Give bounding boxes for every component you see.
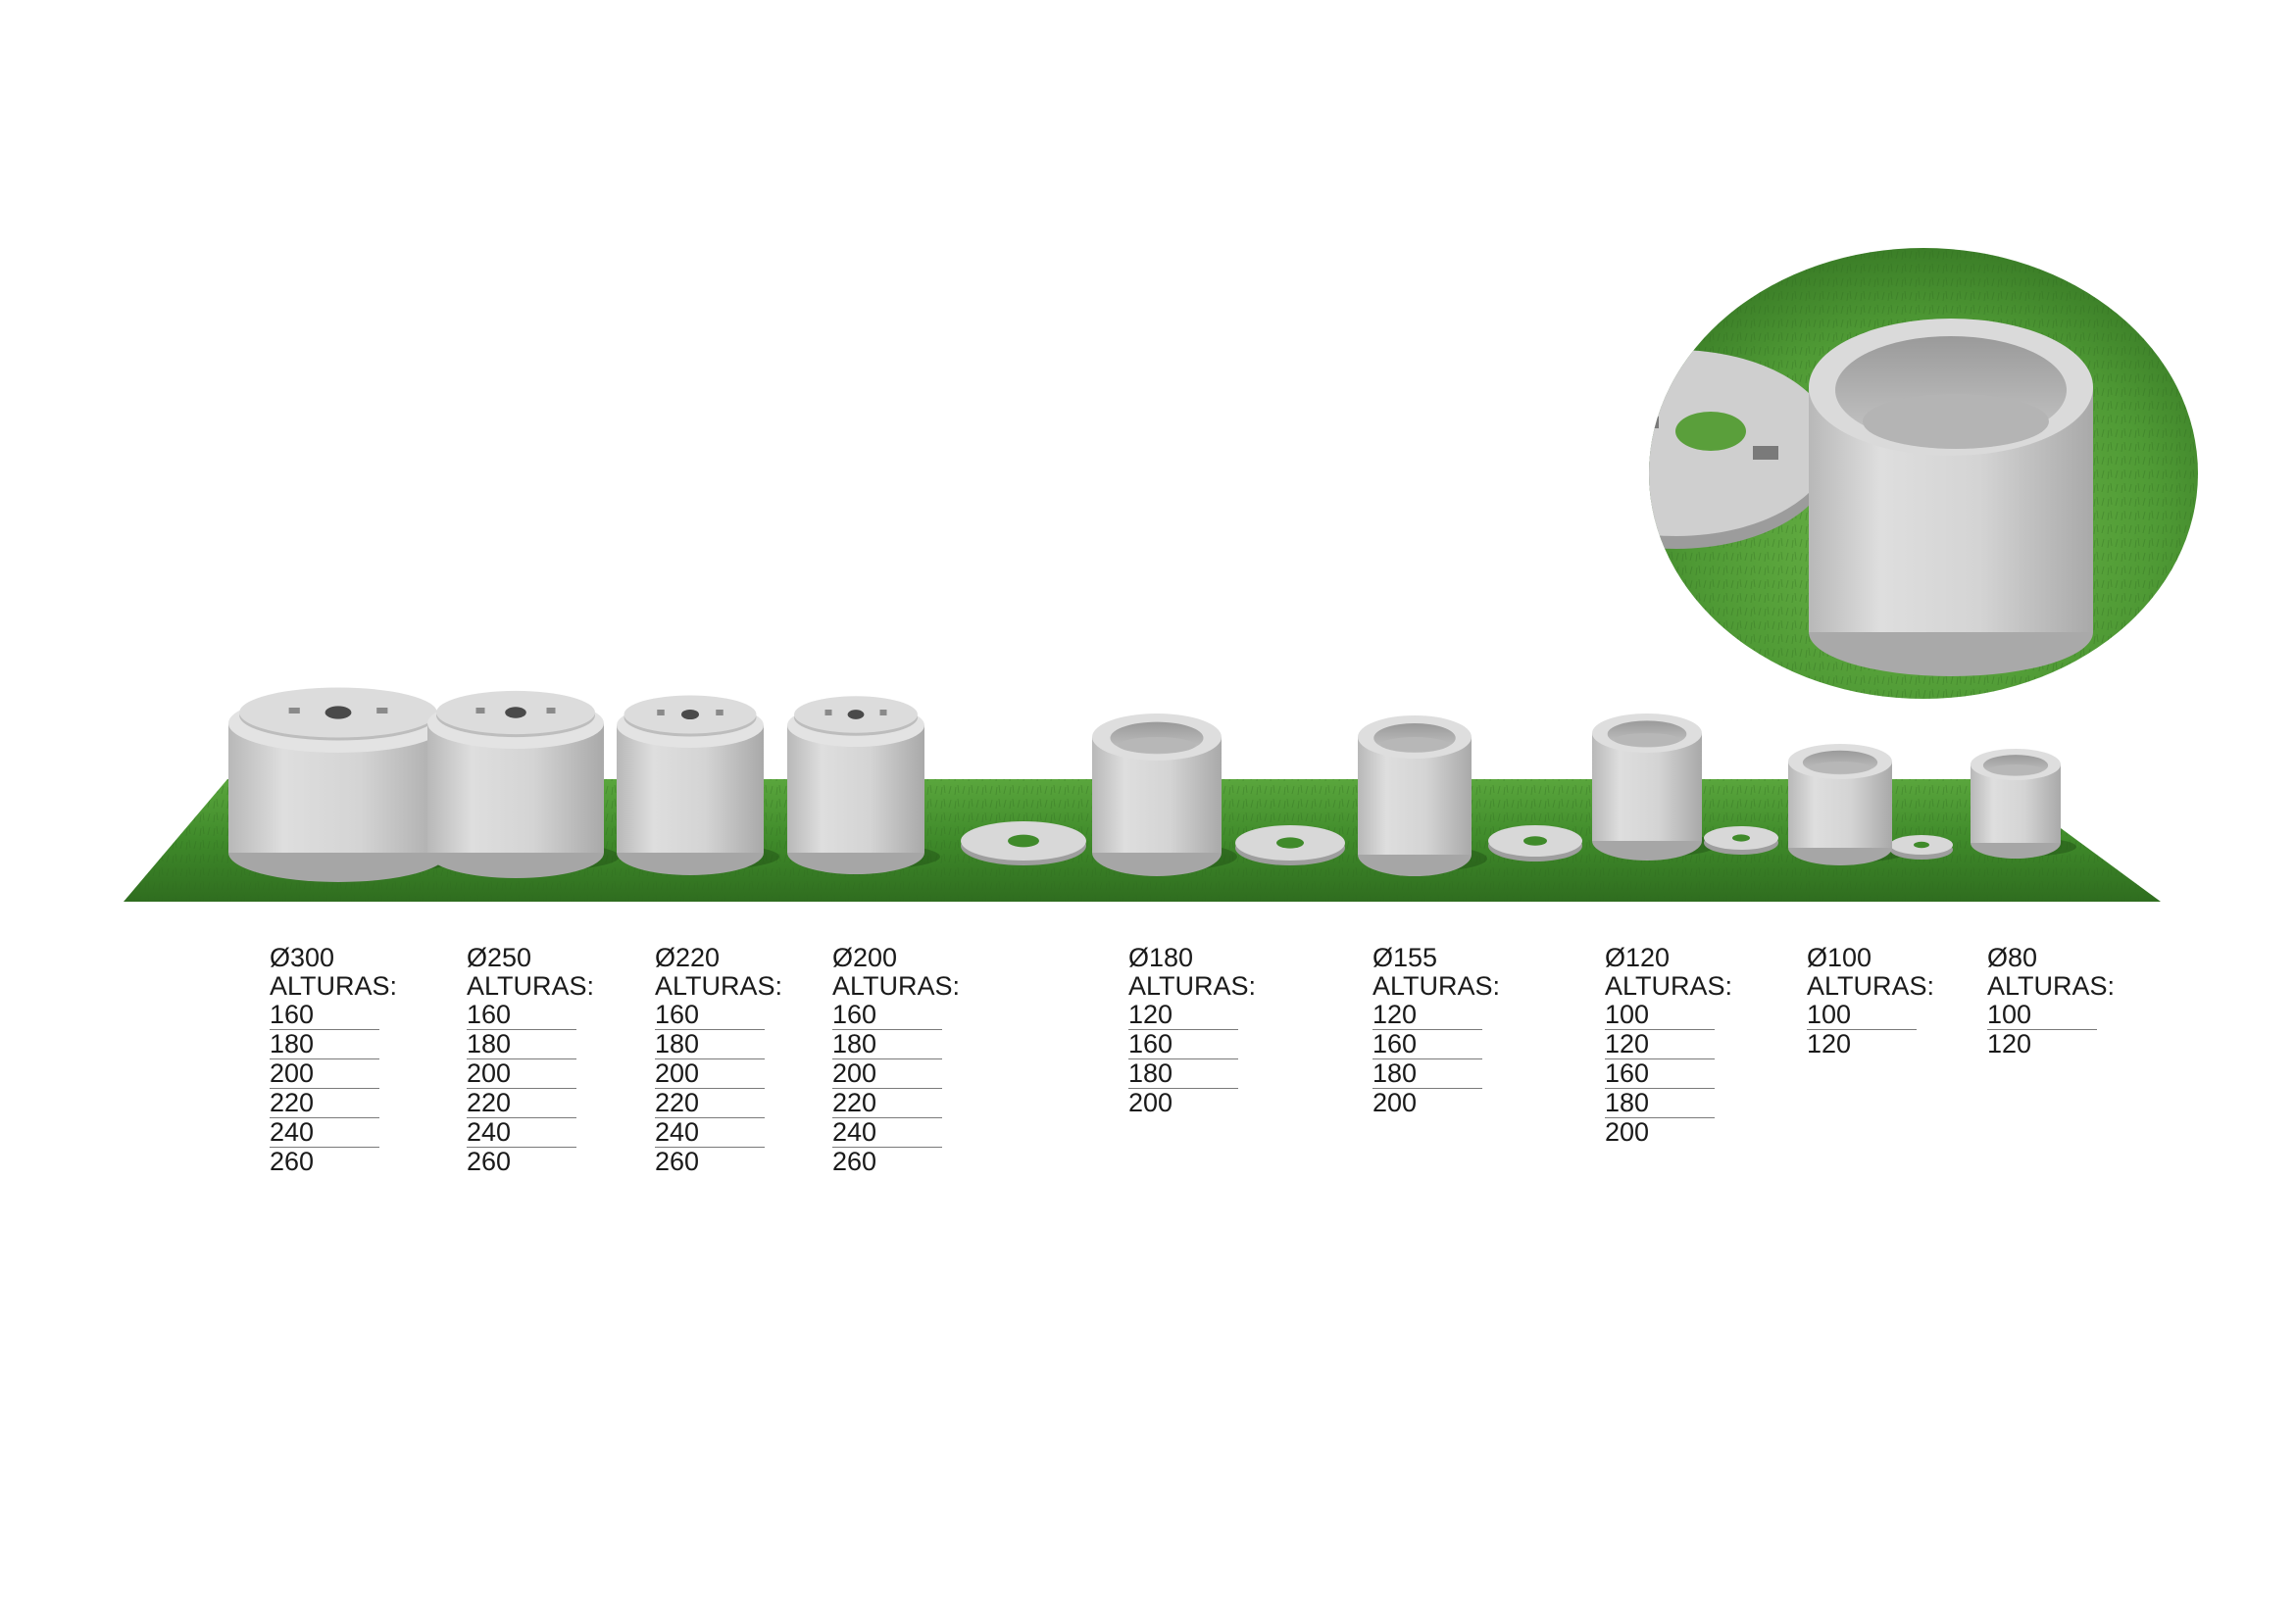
spec-height-value: 180 xyxy=(1128,1059,1238,1089)
concrete-ring-5 xyxy=(1092,714,1222,876)
spec-height-value: 120 xyxy=(1807,1029,1852,1058)
concrete-ring-6 xyxy=(1358,715,1472,876)
spec-height-value: 200 xyxy=(832,1059,942,1089)
spec-diameter: Ø155 xyxy=(1373,943,1438,972)
spec-height-value: 180 xyxy=(1605,1089,1715,1118)
spec-diameter: Ø180 xyxy=(1128,943,1194,972)
spec-heights-label: ALTURAS: xyxy=(1128,971,1257,1001)
spec-diameter: Ø80 xyxy=(1987,943,2038,972)
spec-height-value: 220 xyxy=(270,1089,379,1118)
spec-heights-label: ALTURAS: xyxy=(655,971,783,1001)
spec-height-value: 260 xyxy=(467,1147,512,1176)
spec-diameter: Ø200 xyxy=(832,943,898,972)
spec-height-value: 160 xyxy=(832,1001,942,1030)
spec-heights-label: ALTURAS: xyxy=(832,971,961,1001)
cover-slab-1 xyxy=(961,821,1086,865)
spec-heights-label: ALTURAS: xyxy=(467,971,595,1001)
spec-heights-label: ALTURAS: xyxy=(1807,971,1935,1001)
spec-height-value: 200 xyxy=(655,1059,765,1089)
spec-height-value: 260 xyxy=(832,1147,877,1176)
spec-height-value: 200 xyxy=(467,1059,576,1089)
spec-height-value: 220 xyxy=(467,1089,576,1118)
cover-slab-3 xyxy=(1488,825,1582,861)
spec-height-value: 120 xyxy=(1128,1001,1238,1030)
spec-height-value: 160 xyxy=(270,1001,379,1030)
concrete-ring-1 xyxy=(228,687,448,882)
concrete-ring-8 xyxy=(1788,744,1892,865)
cover-slab-5 xyxy=(1890,835,1953,860)
spec-heights-label: ALTURAS: xyxy=(1987,971,2116,1001)
spec-heights-label: ALTURAS: xyxy=(1605,971,1733,1001)
spec-height-value: 260 xyxy=(270,1147,315,1176)
concrete-ring-7 xyxy=(1592,714,1702,861)
spec-height-value: 100 xyxy=(1605,1001,1715,1030)
spec-height-value: 100 xyxy=(1987,1001,2097,1030)
spec-height-value: 180 xyxy=(467,1030,576,1059)
spec-height-value: 200 xyxy=(1373,1088,1418,1117)
spec-height-value: 240 xyxy=(832,1118,942,1148)
spec-diameter: Ø250 xyxy=(467,943,532,972)
concrete-ring-9 xyxy=(1971,749,2061,859)
spec-diameter: Ø220 xyxy=(655,943,721,972)
spec-height-value: 180 xyxy=(270,1030,379,1059)
spec-height-value: 200 xyxy=(1128,1088,1173,1117)
concrete-ring-with-cover-detail-icon xyxy=(1649,248,2198,699)
spec-heights-label: ALTURAS: xyxy=(1373,971,1501,1001)
spec-height-value: 200 xyxy=(1605,1117,1650,1147)
spec-height-value: 200 xyxy=(270,1059,379,1089)
spec-height-value: 180 xyxy=(655,1030,765,1059)
spec-diameter: Ø120 xyxy=(1605,943,1671,972)
spec-height-value: 160 xyxy=(1128,1030,1238,1059)
cover-slab-4 xyxy=(1704,826,1778,855)
spec-height-value: 240 xyxy=(655,1118,765,1148)
spec-height-value: 160 xyxy=(467,1001,576,1030)
spec-height-value: 180 xyxy=(832,1030,942,1059)
spec-height-value: 120 xyxy=(1605,1030,1715,1059)
spec-height-value: 240 xyxy=(270,1118,379,1148)
spec-height-value: 180 xyxy=(1373,1059,1482,1089)
concrete-ring-3 xyxy=(617,695,764,875)
spec-height-value: 160 xyxy=(1605,1059,1715,1089)
spec-heights-label: ALTURAS: xyxy=(270,971,398,1001)
spec-height-value: 260 xyxy=(655,1147,700,1176)
spec-height-value: 160 xyxy=(1373,1030,1482,1059)
spec-height-value: 160 xyxy=(655,1001,765,1030)
concrete-ring-4 xyxy=(787,696,924,874)
spec-height-value: 220 xyxy=(655,1089,765,1118)
spec-height-value: 240 xyxy=(467,1118,576,1148)
spec-height-value: 220 xyxy=(832,1089,942,1118)
spec-height-value: 100 xyxy=(1807,1001,1917,1030)
concrete-rings-group xyxy=(228,687,2076,882)
concrete-ring-2 xyxy=(427,690,604,878)
spec-height-value: 120 xyxy=(1987,1029,2032,1058)
spec-diameter: Ø300 xyxy=(270,943,335,972)
spec-height-value: 120 xyxy=(1373,1001,1482,1030)
cover-slab-2 xyxy=(1235,825,1345,865)
spec-diameter: Ø100 xyxy=(1807,943,1872,972)
